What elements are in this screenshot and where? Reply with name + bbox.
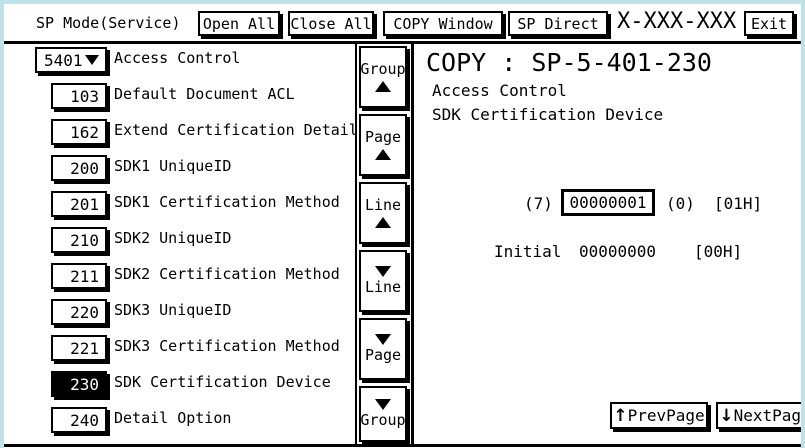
nav-label: Page: [364, 128, 402, 147]
detail-title: COPY : SP-5-401-230: [426, 48, 712, 77]
sp-item-code[interactable]: 201: [51, 191, 107, 217]
window-inner: SP Mode(Service) Open All Close All COPY…: [4, 4, 801, 448]
nav-label: Line: [364, 196, 402, 215]
sp-item-label: Default Document ACL: [114, 85, 295, 103]
detail-subtitle-item: SDK Certification Device: [432, 105, 664, 124]
nav-group-down-button[interactable]: Group: [359, 386, 407, 442]
sp-item-label: Extend Certification Detail: [114, 121, 358, 139]
sp-group-code: 5401: [44, 50, 83, 70]
sp-item-code[interactable]: 211: [51, 263, 107, 289]
nav-page-down-button[interactable]: Page: [359, 318, 407, 380]
value-input[interactable]: 00000001: [561, 189, 655, 216]
nav-label: Page: [364, 346, 402, 365]
list-item[interactable]: 211 SDK2 Certification Method: [4, 260, 355, 292]
sp-item-code[interactable]: 230: [51, 371, 107, 397]
list-item[interactable]: 200 SDK1 UniqueID: [4, 152, 355, 184]
sp-item-code[interactable]: 240: [51, 407, 107, 433]
nav-column: Group Page Line Line Page: [357, 44, 411, 444]
sp-item-code[interactable]: 220: [51, 299, 107, 325]
initial-value: 00000000: [579, 242, 657, 261]
sp-direct-button[interactable]: SP Direct: [508, 11, 608, 36]
sp-item-label: SDK3 UniqueID: [114, 301, 232, 319]
sp-item-label: SDK1 Certification Method: [114, 193, 340, 211]
copy-window-button[interactable]: COPY Window: [383, 11, 503, 36]
list-item[interactable]: 221 SDK3 Certification Method: [4, 332, 355, 364]
sp-item-label: SDK2 Certification Method: [114, 265, 340, 283]
next-page-button[interactable]: ↓NextPage: [716, 402, 805, 429]
sp-item-code[interactable]: 210: [51, 227, 107, 253]
detail-subtitle-group: Access Control: [432, 81, 567, 100]
sp-item-code[interactable]: 200: [51, 155, 107, 181]
header-bar: SP Mode(Service) Open All Close All COPY…: [4, 4, 801, 41]
triangle-up-icon: [375, 216, 391, 228]
machine-code-label: X-XXX-XXX: [617, 9, 737, 34]
triangle-down-icon: [375, 266, 391, 278]
nav-page-up-button[interactable]: Page: [359, 114, 407, 176]
triangle-up-icon: [375, 148, 391, 160]
nav-line-up-button[interactable]: Line: [359, 182, 407, 244]
sp-item-code[interactable]: 103: [51, 83, 107, 109]
list-item[interactable]: 162 Extend Certification Detail: [4, 116, 358, 148]
list-item[interactable]: 210 SDK2 UniqueID: [4, 224, 355, 256]
nav-label: Line: [364, 278, 402, 297]
sp-group-code-dropdown[interactable]: 5401: [35, 47, 107, 73]
initial-label: Initial: [494, 242, 562, 261]
page-title: SP Mode(Service): [36, 14, 181, 32]
sidebar-divider: [355, 44, 357, 446]
arrow-down-icon: ↓: [719, 405, 734, 426]
list-item[interactable]: 201 SDK1 Certification Method: [4, 188, 355, 220]
open-all-button[interactable]: Open All: [198, 11, 280, 36]
sp-item-code[interactable]: 221: [51, 335, 107, 361]
sp-item-label: SDK Certification Device: [114, 373, 331, 391]
sp-group-row[interactable]: 5401 Access Control: [4, 44, 355, 76]
initial-hex: [00H]: [694, 242, 743, 261]
initial-row: Initial 00000000 [00H]: [414, 242, 801, 268]
close-all-button[interactable]: Close All: [288, 11, 374, 36]
body-bottom-divider: [4, 444, 801, 447]
sp-item-label: SDK2 UniqueID: [114, 229, 232, 247]
detail-divider: [411, 44, 414, 446]
detail-panel: COPY : SP-5-401-230 Access Control SDK C…: [414, 44, 801, 444]
arrow-up-icon: ↑: [613, 405, 628, 426]
nav-label: Group: [360, 60, 406, 79]
chevron-down-icon: [85, 55, 99, 65]
triangle-down-icon: [375, 334, 391, 346]
sp-item-label: SDK3 Certification Method: [114, 337, 340, 355]
exit-button[interactable]: Exit: [744, 11, 794, 36]
sp-item-label: Detail Option: [114, 409, 232, 427]
sp-item-label: SDK1 UniqueID: [114, 157, 232, 175]
prev-page-button[interactable]: ↑PrevPage: [610, 402, 708, 429]
triangle-down-icon: [375, 399, 391, 411]
value-index: (7): [524, 194, 553, 213]
sp-list: 5401 Access Control 103 Default Document…: [4, 44, 358, 444]
value-hex: [01H]: [714, 194, 763, 213]
value-row: (7) 00000001 (0) [01H]: [414, 189, 801, 219]
header-divider: [4, 41, 801, 44]
nav-label: Group: [360, 411, 406, 430]
sp-item-code[interactable]: 162: [51, 119, 107, 145]
sp-group-label: Access Control: [114, 49, 241, 67]
list-item[interactable]: 240 Detail Option: [4, 404, 355, 436]
prev-page-label: PrevPage: [627, 406, 705, 425]
list-item[interactable]: 103 Default Document ACL: [4, 80, 355, 112]
nav-line-down-button[interactable]: Line: [359, 250, 407, 312]
value-suffix: (0): [666, 194, 695, 213]
triangle-up-icon: [375, 80, 391, 92]
next-page-label: NextPage: [733, 406, 805, 425]
list-item[interactable]: 220 SDK3 UniqueID: [4, 296, 355, 328]
list-item-selected[interactable]: 230 SDK Certification Device: [4, 368, 355, 400]
body-area: 5401 Access Control 103 Default Document…: [4, 44, 801, 447]
nav-group-up-button[interactable]: Group: [359, 46, 407, 108]
